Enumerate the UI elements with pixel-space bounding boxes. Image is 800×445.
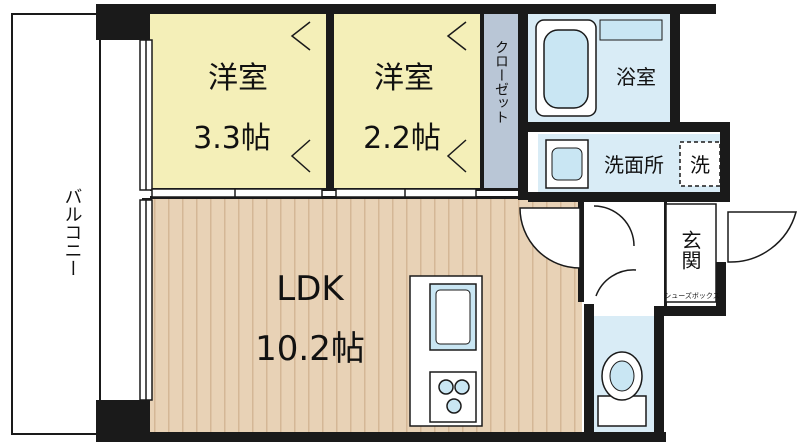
ldk-size: 10.2帖 (255, 329, 365, 369)
ldk-floor (150, 198, 582, 434)
western-room-1-size: 3.3帖 (193, 121, 271, 156)
ldk-label: LDK (276, 269, 345, 309)
washer-label: 洗 (690, 153, 710, 177)
balcony-area (11, 13, 101, 435)
entrance-door (727, 211, 797, 263)
washbasin-icon (545, 139, 589, 189)
washer-space-icon (679, 141, 721, 187)
toilet-door (595, 269, 637, 297)
bathtub-icon (535, 19, 597, 117)
closet-floor (484, 12, 518, 190)
toilet-icon (597, 351, 647, 427)
western-room-2-label: 洋室 (374, 61, 434, 96)
bath-door (593, 205, 635, 247)
western-room-2-size: 2.2帖 (363, 121, 441, 156)
balcony-windows (139, 39, 153, 401)
entrance-label-char-1: 玄関 (678, 230, 702, 270)
closet-label: クローゼット (493, 40, 509, 124)
western-room-1-label: 洋室 (208, 61, 268, 96)
stove-icon (429, 371, 477, 423)
hall-door (519, 207, 581, 269)
western-room-2-floor (332, 12, 482, 190)
sliding-doors (151, 188, 477, 198)
bath-controls-icon (599, 19, 663, 41)
western-room-1-floor (150, 12, 330, 190)
shoe-box-label: シューズボックス (664, 291, 719, 300)
shoe-box (665, 203, 717, 303)
closet-door-marks (290, 21, 467, 173)
balcony-label: バルコニー (62, 187, 83, 277)
washroom-label: 洗面所 (604, 153, 664, 177)
bathroom-label: 浴室 (616, 65, 656, 89)
